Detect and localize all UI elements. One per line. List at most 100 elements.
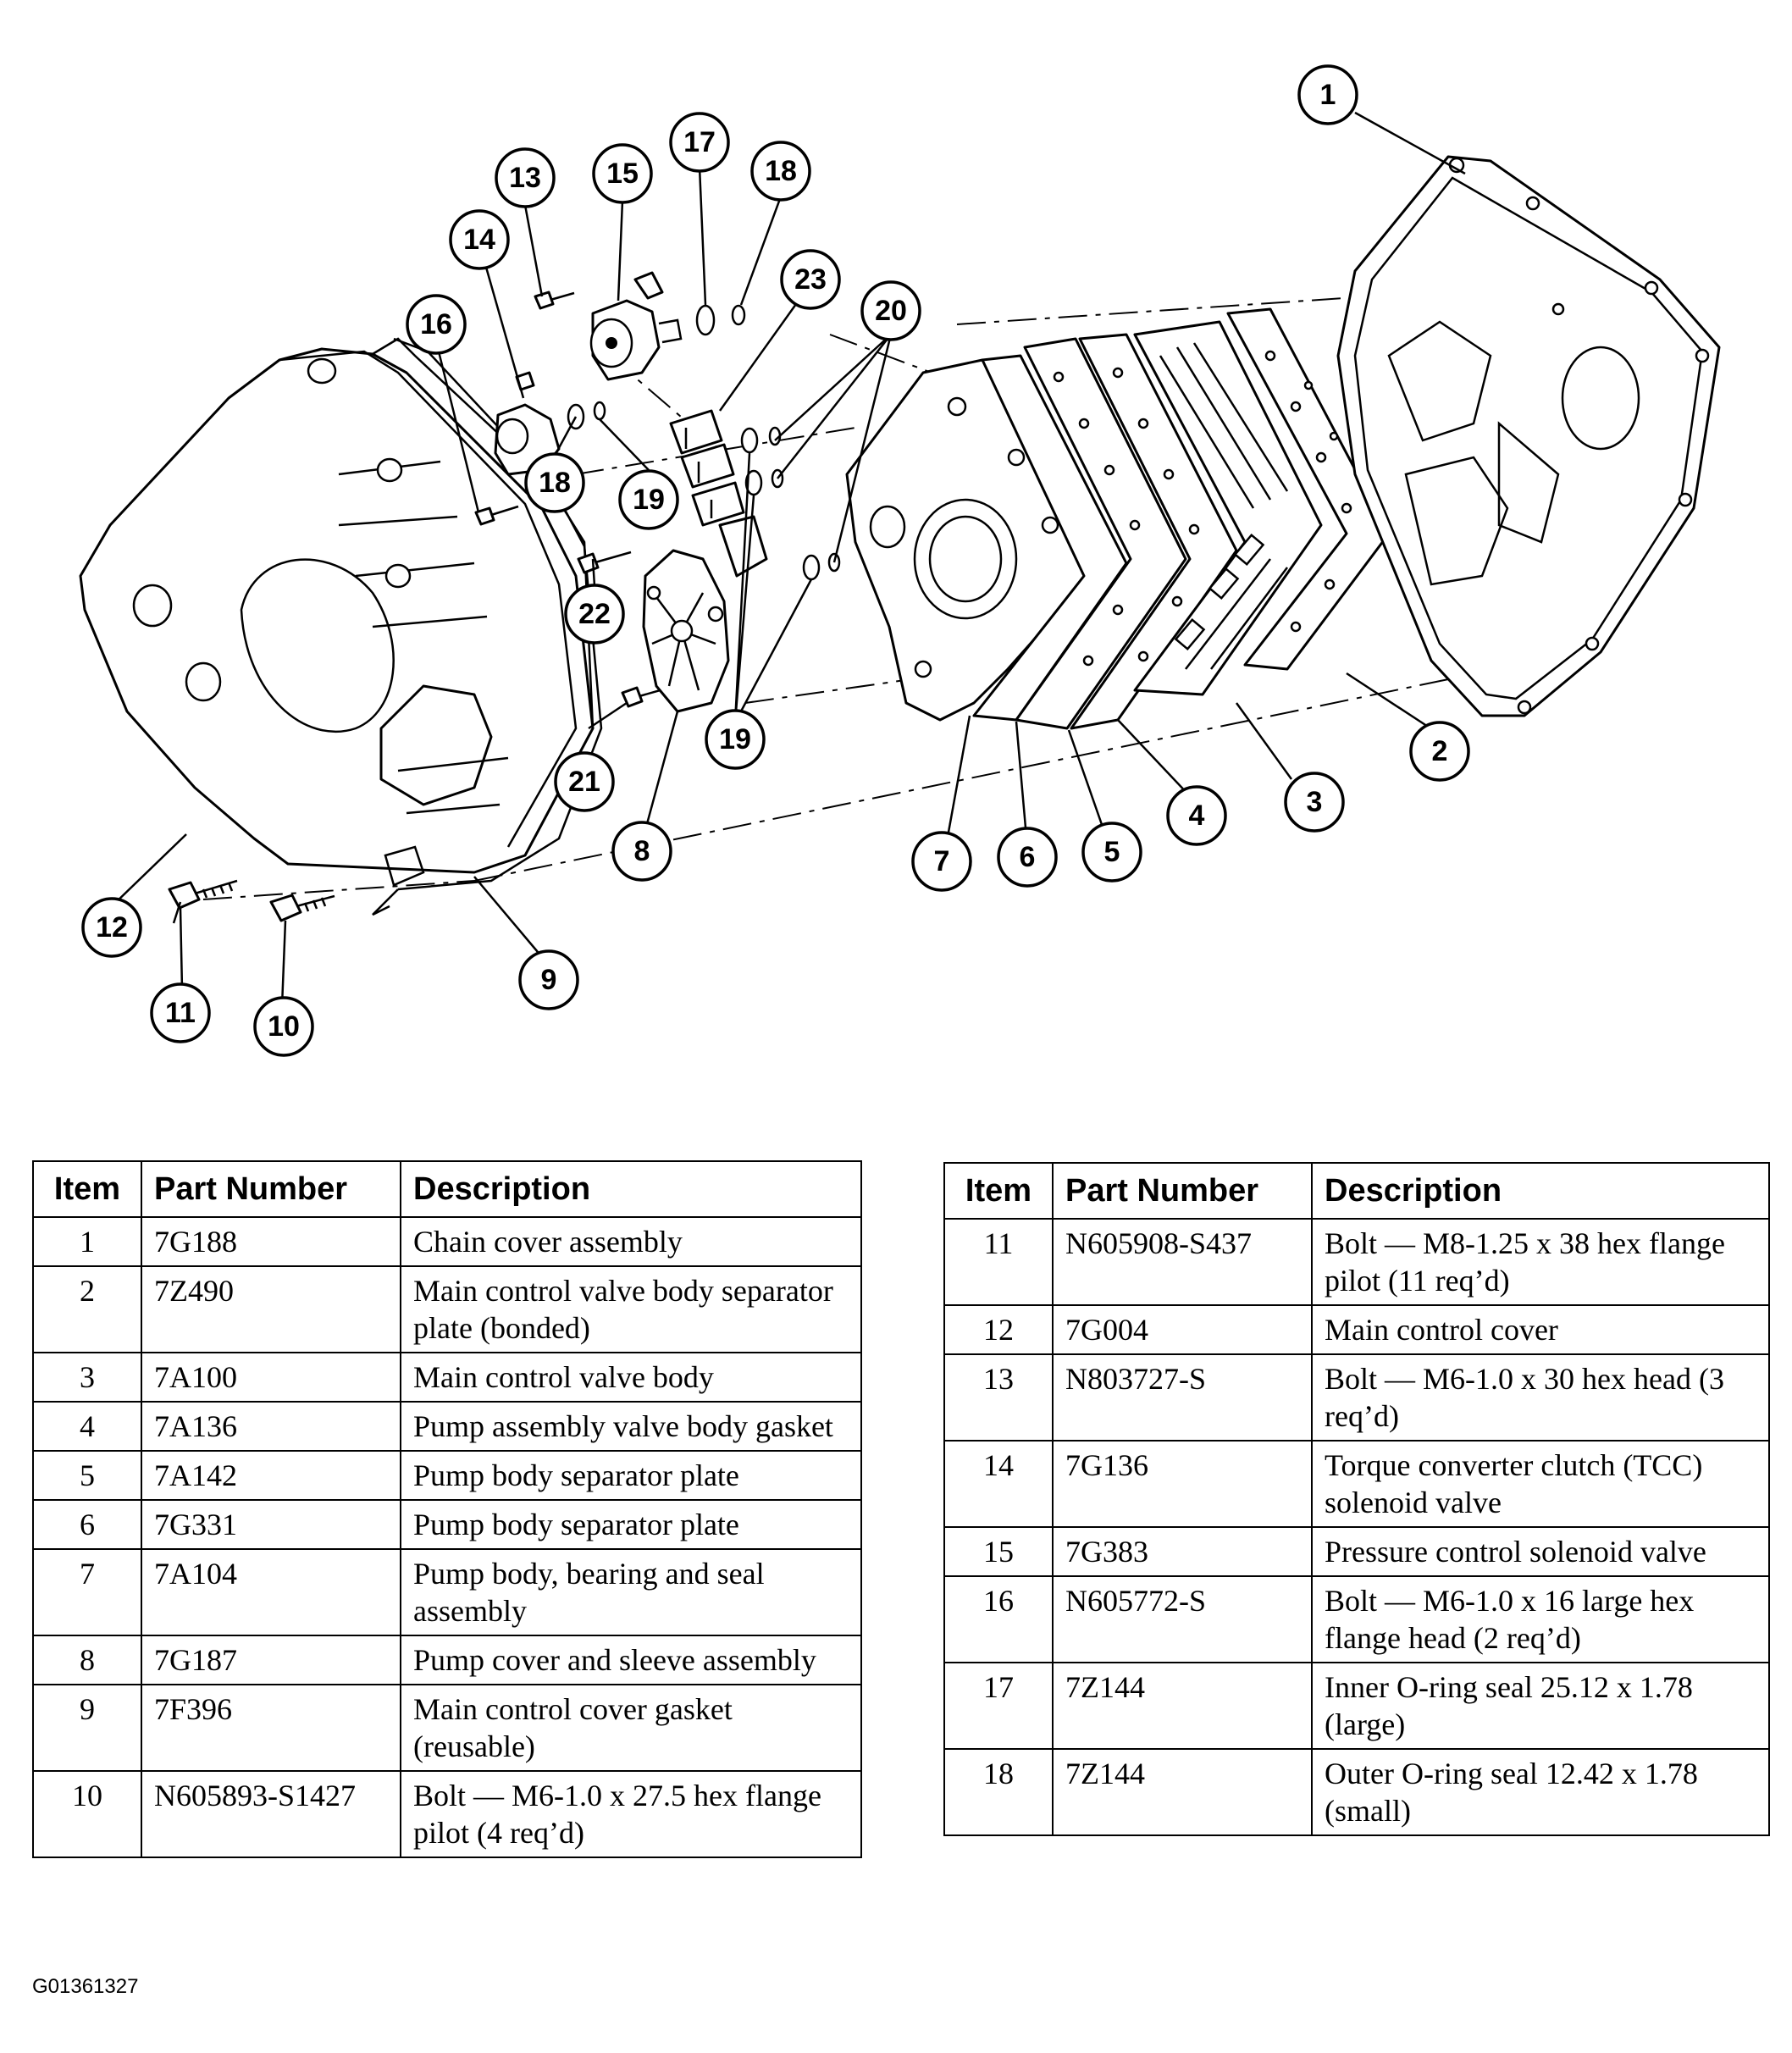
cell-description: Pump body separator plate: [400, 1450, 862, 1501]
svg-text:15: 15: [606, 158, 639, 190]
cell-description: Inner O-ring seal 25.12 x 1.78 (large): [1311, 1662, 1770, 1750]
svg-text:3: 3: [1307, 786, 1323, 818]
svg-text:8: 8: [634, 835, 650, 867]
callout-14: 14: [449, 209, 510, 270]
callout-15: 15: [592, 143, 653, 204]
callout-4: 4: [1166, 785, 1227, 846]
cell-description: Bolt — M6-1.0 x 16 large hex flange head…: [1311, 1575, 1770, 1663]
cell-part-number: 7A104: [141, 1548, 401, 1636]
solenoid-connectors: [669, 409, 768, 578]
cell-part-number: 7G383: [1052, 1526, 1313, 1577]
svg-text:14: 14: [463, 224, 495, 256]
cell-item: 14: [943, 1440, 1054, 1528]
cell-part-number: 7A100: [141, 1352, 401, 1403]
main-control-valve-body-separator-plate: [1226, 307, 1391, 671]
svg-text:13: 13: [509, 162, 541, 194]
svg-text:12: 12: [96, 911, 128, 943]
cell-item: 9: [32, 1684, 142, 1772]
cell-part-number: N605908-S437: [1052, 1218, 1313, 1306]
cell-description: Bolt — M8-1.25 x 38 hex flange pilot (11…: [1311, 1218, 1770, 1306]
pump-valve-body-gasket: [1070, 333, 1238, 730]
callout-18-left: 18: [524, 452, 585, 513]
cell-part-number: N803727-S: [1052, 1353, 1313, 1442]
pressure-control-solenoid: [589, 271, 683, 381]
svg-text:23: 23: [794, 263, 827, 296]
cell-part-number: 7F396: [141, 1684, 401, 1772]
cell-part-number: 7Z144: [1052, 1748, 1313, 1836]
callout-12: 12: [81, 897, 142, 958]
header-item: Item: [943, 1162, 1054, 1220]
cell-item: 13: [943, 1353, 1054, 1442]
callout-5: 5: [1081, 822, 1142, 883]
cell-item: 4: [32, 1401, 142, 1452]
callout-22: 22: [564, 584, 625, 645]
cell-description: Torque converter clutch (TCC) solenoid v…: [1311, 1440, 1770, 1528]
callout-8: 8: [611, 821, 672, 882]
svg-text:22: 22: [578, 598, 611, 630]
cell-item: 16: [943, 1575, 1054, 1663]
svg-text:11: 11: [165, 997, 196, 1029]
figure-code: G01361327: [32, 1975, 139, 1998]
cell-description: Main control valve body separator plate …: [400, 1265, 862, 1353]
bolt-13-icon: [534, 291, 575, 310]
pump-body-separator-plate-5: [1015, 337, 1187, 730]
cell-part-number: 7A142: [141, 1450, 401, 1501]
cell-description: Chain cover assembly: [400, 1216, 862, 1267]
callout-18-top: 18: [750, 141, 811, 202]
svg-text:10: 10: [268, 1010, 300, 1043]
cell-item: 7: [32, 1548, 142, 1636]
cell-description: Pressure control solenoid valve: [1311, 1526, 1770, 1577]
cell-item: 12: [943, 1304, 1054, 1355]
svg-text:5: 5: [1104, 836, 1120, 868]
cell-description: Pump cover and sleeve assembly: [400, 1635, 862, 1685]
callout-1: 1: [1297, 64, 1358, 125]
svg-text:20: 20: [875, 295, 907, 327]
cell-part-number: 7G188: [141, 1216, 401, 1267]
header-item: Item: [32, 1160, 142, 1218]
header-part-number: Part Number: [141, 1160, 401, 1218]
cell-description: Main control cover: [1311, 1304, 1770, 1355]
svg-text:18: 18: [765, 155, 797, 187]
svg-text:19: 19: [633, 484, 665, 516]
header-part-number: Part Number: [1052, 1162, 1313, 1220]
main-control-cover: [79, 337, 595, 874]
cell-description: Main control cover gasket (reusable): [400, 1684, 862, 1772]
svg-text:1: 1: [1320, 79, 1336, 111]
callout-10: 10: [253, 996, 314, 1057]
main-control-valve-body: [1133, 320, 1323, 696]
svg-text:21: 21: [568, 766, 600, 798]
callout-3: 3: [1284, 772, 1345, 833]
cell-description: Pump body separator plate: [400, 1499, 862, 1550]
callout-19-bottom: 19: [705, 709, 766, 770]
cell-part-number: 7G136: [1052, 1440, 1313, 1528]
leader-lines: [111, 111, 1466, 1007]
cell-description: Outer O-ring seal 12.42 x 1.78 (small): [1311, 1748, 1770, 1836]
cell-item: 2: [32, 1265, 142, 1353]
cell-item: 17: [943, 1662, 1054, 1750]
cell-part-number: 7A136: [141, 1401, 401, 1452]
svg-text:19: 19: [719, 723, 751, 755]
cell-description: Bolt — M6-1.0 x 27.5 hex flange pilot (4…: [400, 1770, 862, 1858]
cell-item: 1: [32, 1216, 142, 1267]
cell-item: 10: [32, 1770, 142, 1858]
svg-text:16: 16: [420, 308, 452, 340]
cell-part-number: N605772-S: [1052, 1575, 1313, 1663]
chain-cover-assembly: [1336, 155, 1721, 717]
callout-21: 21: [554, 751, 615, 812]
cell-item: 3: [32, 1352, 142, 1403]
